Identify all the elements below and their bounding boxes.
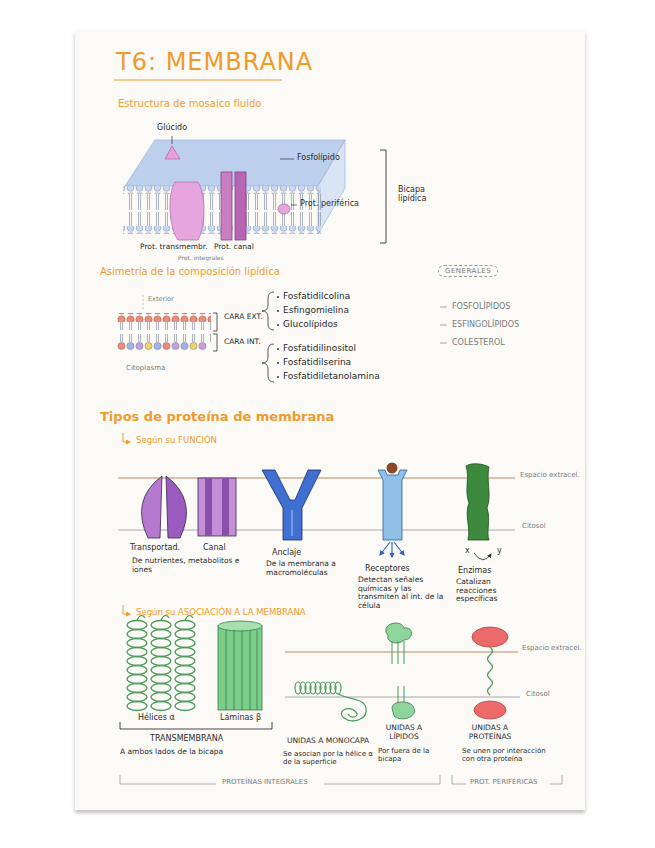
text-label: CARA EXT.	[224, 313, 263, 322]
text-label: Citosol	[526, 690, 550, 698]
text-label: Anclaje	[272, 548, 301, 557]
tag-text: GENERALES	[445, 267, 491, 275]
section-heading: Según su ASOCIACIÓN A LA MEMBRANA	[136, 608, 306, 618]
text-label: Detectan señales químicas y las transmit…	[358, 576, 453, 611]
text-label: Prot. canal	[214, 243, 254, 252]
lipid-asymmetry	[117, 292, 447, 382]
text-label: UNIDAS A MONOCAPA	[287, 737, 369, 746]
text-label: TRANSMEMBRANA	[150, 734, 223, 743]
text-label: Hélices α	[138, 713, 175, 722]
text-label: Exterior	[148, 296, 174, 303]
fluid-mosaic-membrane	[123, 136, 386, 243]
text-label: FOSFOLÍPIDOS	[452, 302, 510, 311]
text-label: Receptores	[365, 564, 410, 573]
text-label: De la membrana a macromoléculas	[266, 560, 351, 577]
text-label: COLESTEROL	[452, 338, 505, 347]
text-label: Canal	[203, 543, 226, 552]
text-label: PROTEÍNAS INTEGRALES	[222, 778, 308, 786]
text-label: Prot. integrales	[178, 255, 224, 262]
text-label: y	[497, 546, 502, 555]
text-label: Se asocian por la hélice α de la superfi…	[283, 750, 375, 766]
text-label: Espacio extracel.	[522, 644, 582, 652]
text-label: Se unen por interacción con otra proteín…	[462, 747, 550, 763]
subheading-arrow	[123, 605, 130, 614]
subheading-arrow	[123, 433, 130, 442]
text-label: Fosfatidilinositol	[283, 343, 356, 353]
text-label: A ambos lados de la bicapa	[120, 748, 223, 757]
text-label: Glucolípidos	[283, 319, 338, 329]
text-label: ESFINGOLÍPIDOS	[452, 320, 519, 329]
text-label: Por fuera de la bicapa	[378, 747, 438, 763]
text-label: Prot. transmembr.	[140, 243, 208, 252]
text-label: Láminas β	[220, 713, 261, 722]
text-label: Catalizan reacciones específicas	[456, 578, 528, 604]
text-label: Bicapa lipídica	[398, 185, 450, 203]
text-label: Fosfatidilcolina	[283, 291, 350, 301]
text-label: CARA INT.	[224, 338, 261, 347]
text-label: Citosol	[522, 522, 546, 530]
text-label: Prot. periférica	[300, 199, 359, 208]
text-label: Esfingomielina	[283, 305, 349, 315]
section-heading: Según su FUNCIÓN	[136, 436, 217, 446]
text-label: Espacio extracel.	[520, 471, 580, 479]
function-proteins	[118, 463, 515, 560]
text-label: Transportad.	[130, 543, 180, 552]
dashed-tag-box: GENERALES	[438, 265, 498, 277]
text-label: Fosfolípido	[297, 153, 340, 162]
section-heading: Tipos de proteína de membrana	[100, 410, 334, 425]
text-label: Enzimas	[458, 566, 491, 575]
title-underline	[114, 79, 282, 80]
section-heading: Estructura de mosaico fluido	[118, 98, 261, 110]
text-label: Fosfatidiletanolamina	[283, 371, 380, 381]
text-label: UNIDAS A LÍPIDOS	[375, 724, 433, 741]
text-label: PROT. PERIFÉRICAS	[470, 778, 538, 786]
text-label: x	[465, 546, 470, 555]
text-label: UNIDAS A PROTEÍNAS	[455, 724, 525, 741]
text-label: Citoplasma	[126, 364, 165, 372]
text-label: Fosfatidilserina	[283, 357, 351, 367]
text-label: Glúcido	[157, 123, 187, 132]
association-proteins	[120, 615, 562, 784]
section-heading: Asimetría de la composición lipídica	[100, 266, 280, 278]
page-title: T6: MEMBRANA	[116, 48, 313, 76]
text-label: De nutrientes, metabolitos e iones	[132, 557, 242, 574]
